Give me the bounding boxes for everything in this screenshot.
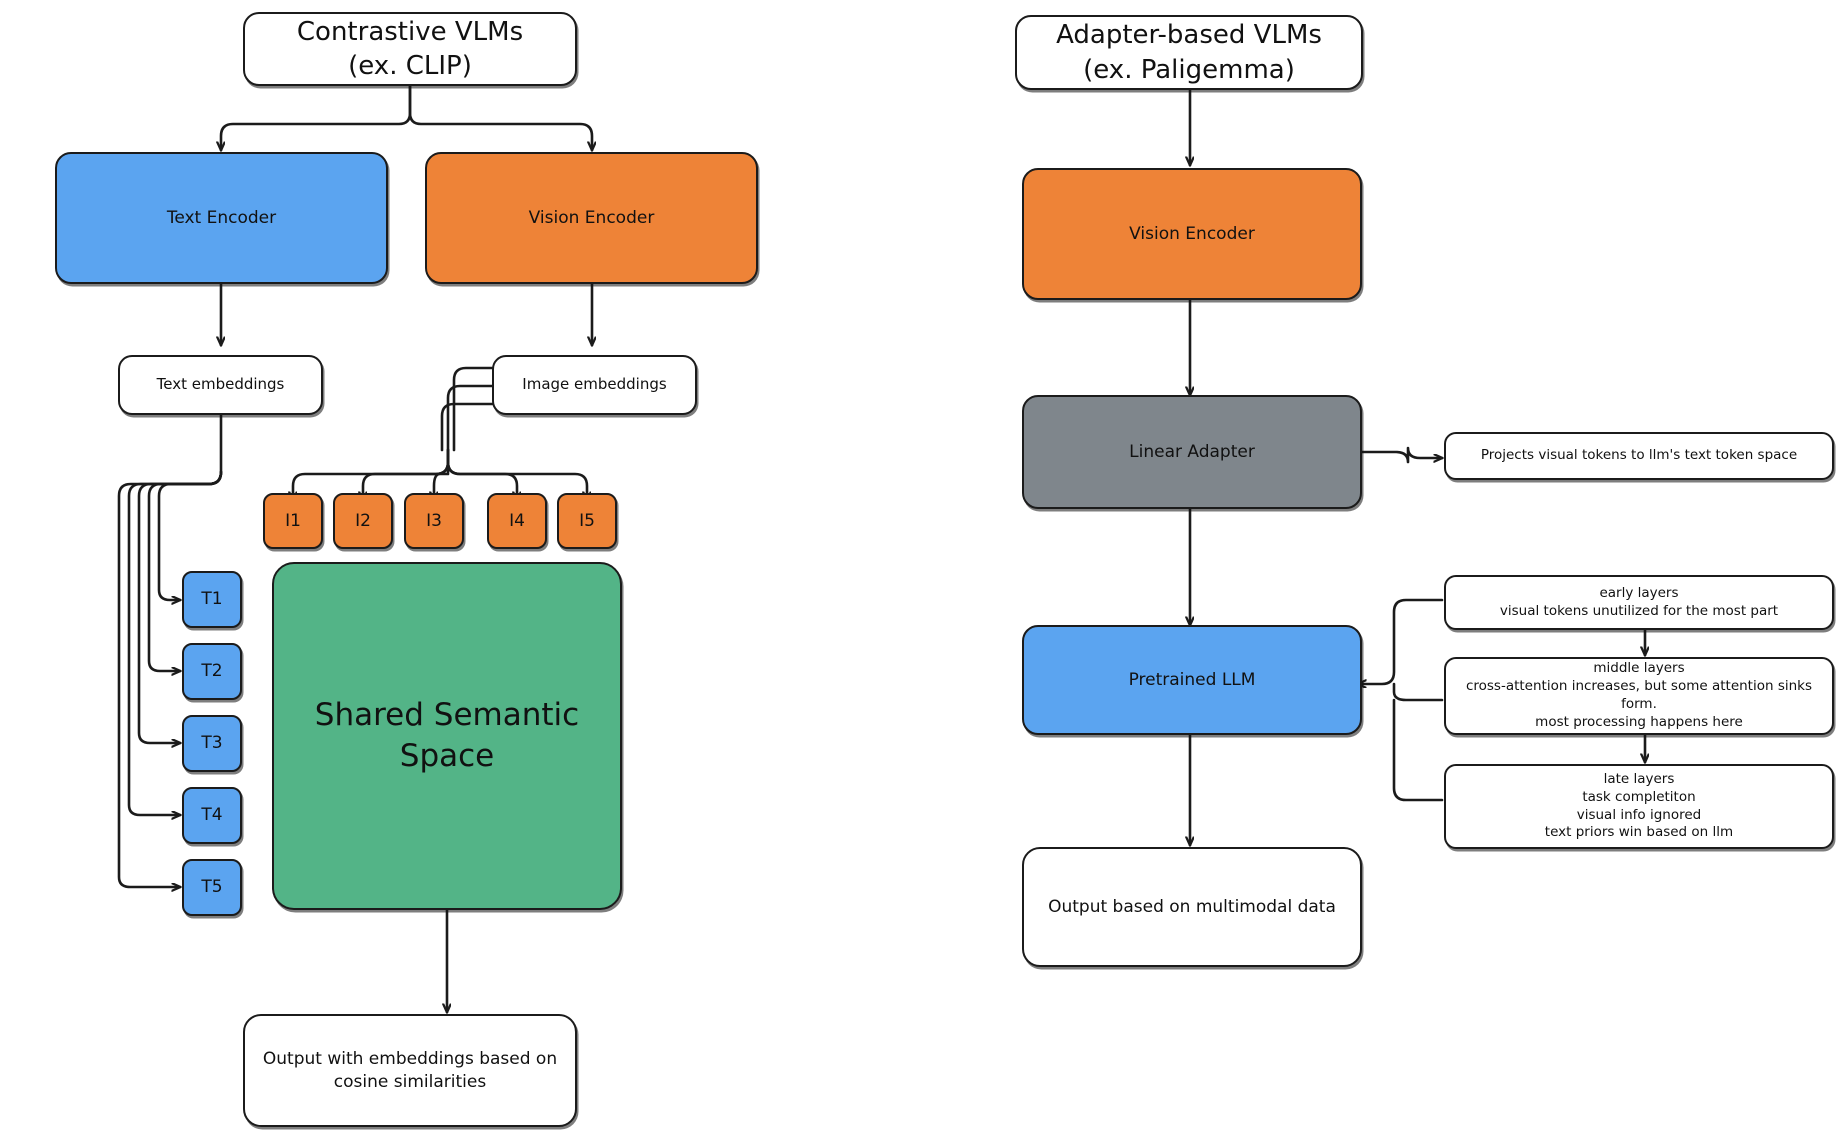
adapter-note-label: Projects visual tokens to llm's text tok… [1480,447,1798,464]
image-token-label: I5 [579,510,595,531]
left-root-node[interactable]: Contrastive VLMs (ex. CLIP) [243,12,577,86]
shared-semantic-space-label: Shared Semantic Space [314,697,580,774]
right-vision-encoder-label: Vision Encoder [1129,223,1255,244]
image-token-label: I3 [426,510,442,531]
left-text-encoder-node[interactable]: Text Encoder [55,152,388,284]
early-layers-note-node[interactable]: early layers visual tokens unutilized fo… [1444,575,1834,630]
text-token-label: T2 [201,661,223,682]
adapter-note-node[interactable]: Projects visual tokens to llm's text tok… [1444,432,1834,480]
image-embeddings-node[interactable]: Image embeddings [492,355,697,415]
right-vision-encoder-node[interactable]: Vision Encoder [1022,168,1362,300]
image-token-label: I1 [285,510,301,531]
late-layers-note-node[interactable]: late layers task completiton visual info… [1444,764,1834,849]
image-token-chip[interactable]: I5 [557,493,617,549]
pretrained-llm-label: Pretrained LLM [1128,669,1256,690]
left-text-encoder-label: Text Encoder [166,207,277,228]
text-token-label: T1 [201,589,223,610]
image-token-chip[interactable]: I3 [404,493,464,549]
left-vision-encoder-node[interactable]: Vision Encoder [425,152,758,284]
image-embeddings-label: Image embeddings [522,375,667,394]
linear-adapter-node[interactable]: Linear Adapter [1022,395,1362,509]
text-token-label: T3 [201,733,223,754]
text-token-chip[interactable]: T4 [182,787,242,844]
right-root-node[interactable]: Adapter-based VLMs (ex. Paligemma) [1015,15,1363,90]
text-token-chip[interactable]: T5 [182,859,242,916]
right-output-label: Output based on multimodal data [1048,896,1336,917]
early-layers-note-label: early layers visual tokens unutilized fo… [1499,584,1779,619]
shared-semantic-space-node[interactable]: Shared Semantic Space [272,562,622,910]
middle-layers-note-node[interactable]: middle layers cross-attention increases,… [1444,657,1834,735]
text-token-label: T5 [201,877,223,898]
image-token-chip[interactable]: I1 [263,493,323,549]
text-token-chip[interactable]: T1 [182,571,242,628]
left-root-label: Contrastive VLMs (ex. CLIP) [296,16,524,81]
text-token-chip[interactable]: T3 [182,715,242,772]
image-token-label: I2 [355,510,371,531]
text-token-chip[interactable]: T2 [182,643,242,700]
image-token-label: I4 [509,510,525,531]
text-embeddings-label: Text embeddings [156,375,285,394]
image-token-chip[interactable]: I4 [487,493,547,549]
text-token-label: T4 [201,805,223,826]
linear-adapter-label: Linear Adapter [1129,441,1255,462]
left-vision-encoder-label: Vision Encoder [528,207,655,228]
late-layers-note-label: late layers task completiton visual info… [1544,770,1734,841]
middle-layers-note-label: middle layers cross-attention increases,… [1465,660,1813,730]
left-output-label: Output with embeddings based on cosine s… [262,1049,558,1092]
left-output-node[interactable]: Output with embeddings based on cosine s… [243,1014,577,1127]
pretrained-llm-node[interactable]: Pretrained LLM [1022,625,1362,735]
right-root-label: Adapter-based VLMs (ex. Paligemma) [1056,20,1322,85]
right-output-node[interactable]: Output based on multimodal data [1022,847,1362,967]
text-embeddings-node[interactable]: Text embeddings [118,355,323,415]
image-token-chip[interactable]: I2 [333,493,393,549]
